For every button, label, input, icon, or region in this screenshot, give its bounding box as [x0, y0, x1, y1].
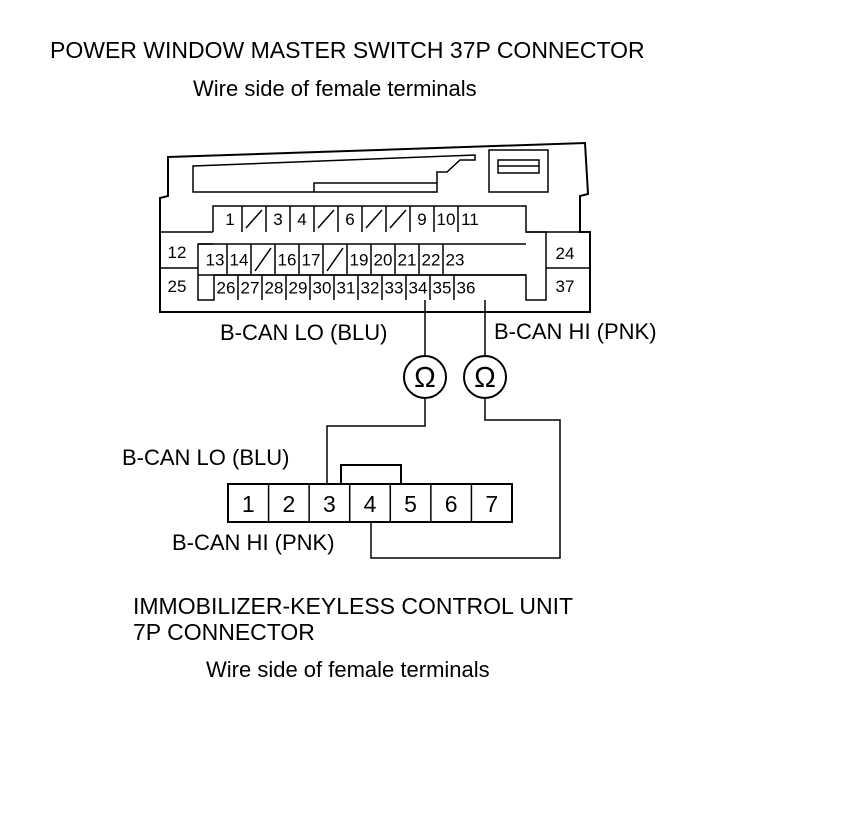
terminal-33: 33: [385, 279, 404, 298]
pin-5: 5: [404, 491, 417, 517]
terminal-empty: [245, 209, 263, 229]
terminal-29: 29: [289, 279, 308, 298]
pin-1: 1: [242, 491, 255, 517]
pin-7: 7: [485, 491, 498, 517]
terminal-label: 31: [337, 279, 356, 298]
terminal-label: 17: [302, 251, 321, 270]
terminal-35: 35: [433, 279, 452, 298]
terminal-label: 19: [350, 251, 369, 270]
terminal-empty: [326, 247, 344, 272]
bottom-connector-subtitle: Wire side of female terminals: [206, 657, 490, 682]
terminal-label: 13: [206, 251, 225, 270]
terminal-label: 21: [398, 251, 417, 270]
terminal-label: 26: [217, 279, 236, 298]
pin-4: 4: [364, 491, 377, 517]
terminal-label: 30: [313, 279, 332, 298]
connector-37p-housing: [159, 141, 591, 313]
terminal-13: 13: [206, 251, 225, 270]
terminal-1: 1: [225, 210, 234, 229]
b-can-lo-label-top: B-CAN LO (BLU): [220, 320, 388, 345]
terminal-label: 11: [461, 210, 479, 229]
terminal-label: 22: [422, 251, 441, 270]
connector-37p-top-recess: [192, 154, 476, 193]
terminal-label: 23: [446, 251, 465, 270]
terminal-label: 6: [345, 210, 354, 229]
terminal-3: 3: [273, 210, 282, 229]
terminal-label: 35: [433, 279, 452, 298]
terminal-30: 30: [313, 279, 332, 298]
wire-b-can-lo: [326, 300, 426, 484]
connector-7p-latch: [340, 464, 402, 485]
terminal-12: 12: [168, 243, 187, 262]
b-can-lo-label-bottom: B-CAN LO (BLU): [122, 445, 290, 470]
terminal-10: 10: [437, 210, 456, 229]
terminal-label: 32: [361, 279, 380, 298]
ohmmeter-hi: [463, 355, 507, 399]
terminal-21: 21: [398, 251, 417, 270]
terminal-23: 23: [446, 251, 465, 270]
terminal-26: 26: [217, 279, 236, 298]
b-can-hi-label-top: B-CAN HI (PNK): [494, 319, 657, 344]
terminal-empty: [365, 209, 383, 229]
terminal-9: 9: [417, 210, 426, 229]
connector-37p-latch: [488, 149, 549, 193]
terminal-label: 3: [273, 210, 282, 229]
terminal-empty: [254, 247, 272, 272]
terminal-14: 14: [230, 251, 249, 270]
top-connector-subtitle: Wire side of female terminals: [193, 76, 477, 101]
terminal-34: 34: [409, 279, 428, 298]
terminal-label: 29: [289, 279, 308, 298]
ohmmeter-lo: [403, 355, 447, 399]
terminal-label: 1: [225, 210, 234, 229]
wire-b-can-hi: [370, 300, 561, 559]
terminal-label: 10: [437, 210, 456, 229]
terminal-label: 20: [374, 251, 393, 270]
bottom-connector-title-line1: IMMOBILIZER-KEYLESS CONTROL UNIT: [133, 593, 574, 619]
terminal-label: 27: [241, 279, 260, 298]
terminal-empty: [317, 209, 335, 229]
b-can-hi-label-bottom: B-CAN HI (PNK): [172, 530, 335, 555]
pin-6: 6: [445, 491, 458, 517]
terminal-19: 19: [350, 251, 369, 270]
terminal-25: 25: [168, 277, 187, 296]
terminal-28: 28: [265, 279, 284, 298]
terminal-11: 11: [461, 210, 479, 229]
pin-2: 2: [282, 491, 295, 517]
terminal-24: 24: [556, 244, 575, 263]
terminal-36: 36: [457, 279, 476, 298]
connector-37p-top-step: [313, 182, 437, 192]
terminal-empty: [389, 209, 407, 229]
terminal-31: 31: [337, 279, 356, 298]
terminal-27: 27: [241, 279, 260, 298]
terminal-6: 6: [345, 210, 354, 229]
bottom-connector-title-line2: 7P CONNECTOR: [133, 619, 315, 645]
ohm-icon: Ω: [474, 362, 496, 394]
terminal-label: 36: [457, 279, 476, 298]
terminal-32: 32: [361, 279, 380, 298]
terminal-label: 14: [230, 251, 249, 270]
top-connector-title: POWER WINDOW MASTER SWITCH 37P CONNECTOR: [50, 37, 645, 63]
terminal-label: 28: [265, 279, 284, 298]
ohm-icon: Ω: [414, 362, 436, 394]
terminal-22: 22: [422, 251, 441, 270]
terminal-20: 20: [374, 251, 393, 270]
terminal-16: 16: [278, 251, 297, 270]
terminal-4: 4: [297, 210, 306, 229]
terminal-17: 17: [302, 251, 321, 270]
connector-7p-housing: [227, 483, 513, 523]
terminal-37: 37: [556, 277, 575, 296]
terminal-label: 34: [409, 279, 428, 298]
pin-3: 3: [323, 491, 336, 517]
terminal-label: 9: [417, 210, 426, 229]
terminal-label: 16: [278, 251, 297, 270]
terminal-label: 33: [385, 279, 404, 298]
connector-37p-cavity: [197, 205, 547, 301]
terminal-label: 4: [297, 210, 306, 229]
